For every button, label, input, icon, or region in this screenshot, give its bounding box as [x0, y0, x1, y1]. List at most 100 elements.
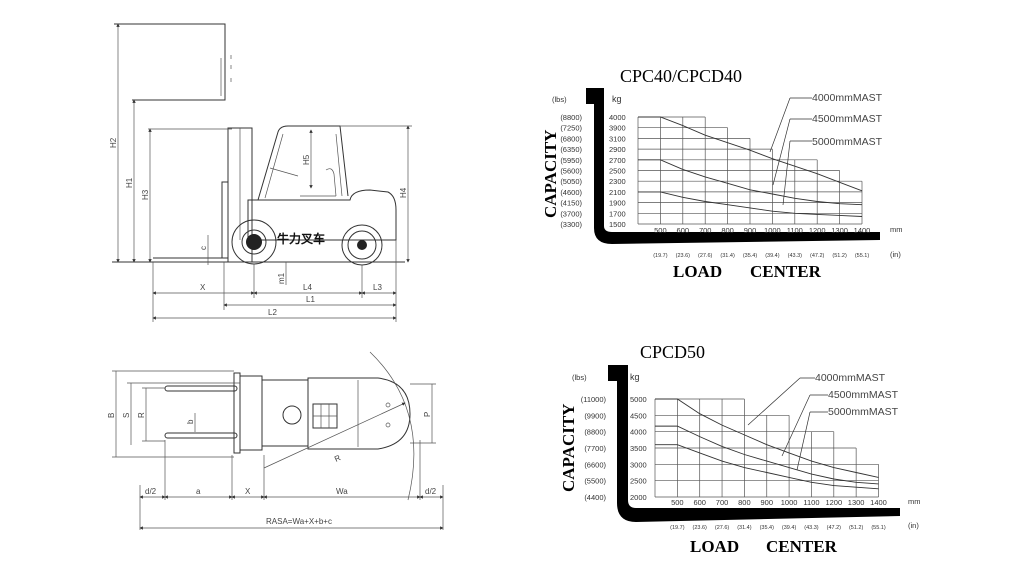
- dim-x-top: X: [245, 487, 251, 496]
- y-tick-label: 2900: [609, 145, 626, 154]
- y-axis-label: CAPACITY: [541, 130, 560, 218]
- y-unit: kg: [612, 94, 622, 104]
- y-tick-label-lbs: (6350): [560, 145, 582, 154]
- leader-line: [747, 377, 815, 426]
- x-label-center: CENTER: [766, 537, 838, 556]
- load-chart-cpc40: CPC40/CPCD40 (lbs) kg mm (in) CAPACITY L…: [541, 66, 903, 281]
- series-label: 4000mmMAST: [812, 92, 883, 104]
- steering-wheel: [282, 405, 302, 425]
- x-tick-label-in: (47.2): [827, 525, 842, 531]
- y-tick-label: 2700: [609, 156, 626, 165]
- x-tick-label-in: (19.7): [670, 525, 685, 531]
- load-chart-cpcd50: CPCD50 (lbs) kg mm (in) CAPACITY LOAD CE…: [559, 342, 921, 556]
- dim-b-small: b: [186, 419, 195, 424]
- x-tick-label-in: (43.3): [788, 253, 803, 259]
- x-tick-label-in: (31.4): [737, 525, 752, 531]
- dim-b-width: B: [107, 413, 116, 418]
- fork-upper: [164, 385, 238, 392]
- x-tick-label: 1000: [781, 498, 798, 507]
- y-tick-label: 1700: [609, 209, 626, 218]
- x-tick-label: 1300: [831, 226, 848, 235]
- series-label: 4500mmMAST: [812, 113, 883, 125]
- y-tick-label-lbs: (3300): [560, 220, 582, 229]
- y-tick-label: 4500: [630, 411, 647, 420]
- dim-l4: L4: [303, 283, 312, 292]
- y-tick-label: 2100: [609, 188, 626, 197]
- leader-line: [782, 140, 812, 206]
- y-tick-label: 4000: [609, 113, 626, 122]
- mast: [148, 127, 253, 263]
- y-tick-label: 1900: [609, 199, 626, 208]
- dim-l2: L2: [268, 308, 277, 317]
- x-tick-label-in: (23.6): [693, 525, 708, 531]
- x-unit-alt: (in): [908, 521, 919, 530]
- y-tick-label: 3000: [630, 460, 647, 469]
- y-tick-label-lbs: (11000): [581, 395, 607, 404]
- series-label: 5000mmMAST: [812, 136, 883, 148]
- x-tick-label-in: (47.2): [810, 253, 825, 259]
- dim-radius: R: [333, 453, 342, 464]
- x-tick-label: 800: [738, 498, 751, 507]
- x-tick-label-in: (55.1): [871, 525, 886, 531]
- chart-title: CPCD50: [640, 342, 705, 362]
- y-unit-alt: (lbs): [572, 373, 587, 382]
- y-tick-label: 2300: [609, 177, 626, 186]
- dim-d2-right: d/2: [425, 487, 437, 496]
- dim-h5: H5: [302, 154, 311, 165]
- y-tick-label: 3900: [609, 124, 626, 133]
- dim-rasa: RASA=Wa+X+b+c: [266, 517, 332, 526]
- x-tick-label-in: (43.3): [804, 525, 819, 531]
- dim-m1: m1: [277, 272, 286, 284]
- x-tick-label-in: (23.6): [676, 253, 691, 259]
- x-label-load: LOAD: [690, 537, 739, 556]
- x-tick-label: 1100: [787, 226, 803, 235]
- dim-h2: H2: [109, 137, 118, 148]
- x-tick-label-in: (39.4): [782, 525, 797, 531]
- y-tick-label: 4000: [630, 428, 647, 437]
- y-tick-label: 2000: [630, 493, 647, 502]
- y-tick-label-lbs: (7250): [560, 124, 582, 133]
- y-unit-alt: (lbs): [552, 95, 567, 104]
- fork-shape: [586, 88, 880, 244]
- x-tick-label: 700: [716, 498, 729, 507]
- x-unit: mm: [890, 225, 903, 234]
- x-tick-label: 600: [677, 226, 690, 235]
- x-label-load: LOAD: [673, 262, 722, 281]
- x-tick-label-in: (55.1): [855, 253, 870, 259]
- x-tick-label: 600: [693, 498, 706, 507]
- dim-a: a: [196, 487, 201, 496]
- x-tick-label: 700: [699, 226, 712, 235]
- y-tick-label: 3500: [630, 444, 647, 453]
- dim-wa: Wa: [336, 487, 348, 496]
- x-unit-alt: (in): [890, 250, 901, 259]
- y-tick-label-lbs: (7700): [584, 444, 606, 453]
- fork-lower: [164, 432, 238, 439]
- capacity-curve-4000mmmast: [638, 116, 863, 192]
- x-tick-label: 500: [654, 226, 667, 235]
- dim-h4: H4: [399, 187, 408, 198]
- chart-title: CPC40/CPCD40: [620, 66, 742, 86]
- leader-line: [772, 118, 812, 186]
- side-dimensions: [116, 23, 412, 322]
- dim-h3: H3: [141, 189, 150, 200]
- y-tick-label-lbs: (4150): [560, 199, 582, 208]
- y-tick-label-lbs: (6800): [560, 134, 582, 143]
- x-tick-label-in: (31.4): [720, 253, 735, 259]
- y-tick-label-lbs: (5500): [584, 477, 606, 486]
- dim-s: S: [122, 413, 131, 418]
- top-view-drawing: [112, 351, 444, 530]
- x-tick-label-in: (51.2): [832, 253, 847, 259]
- dim-c: c: [199, 246, 208, 250]
- y-tick-label-lbs: (8800): [584, 428, 606, 437]
- y-tick-label-lbs: (9900): [584, 411, 606, 420]
- x-tick-label: 1200: [825, 498, 842, 507]
- brand-text: 牛力叉车: [277, 231, 325, 246]
- y-tick-label: 3100: [609, 134, 626, 143]
- y-tick-label: 1500: [609, 220, 626, 229]
- series-label: 5000mmMAST: [828, 406, 899, 418]
- dim-l3: L3: [373, 283, 382, 292]
- capacity-curve-5000mmmast: [638, 191, 863, 217]
- capacity-curve-4000mmmast: [655, 398, 879, 478]
- x-tick-label: 1400: [870, 498, 887, 507]
